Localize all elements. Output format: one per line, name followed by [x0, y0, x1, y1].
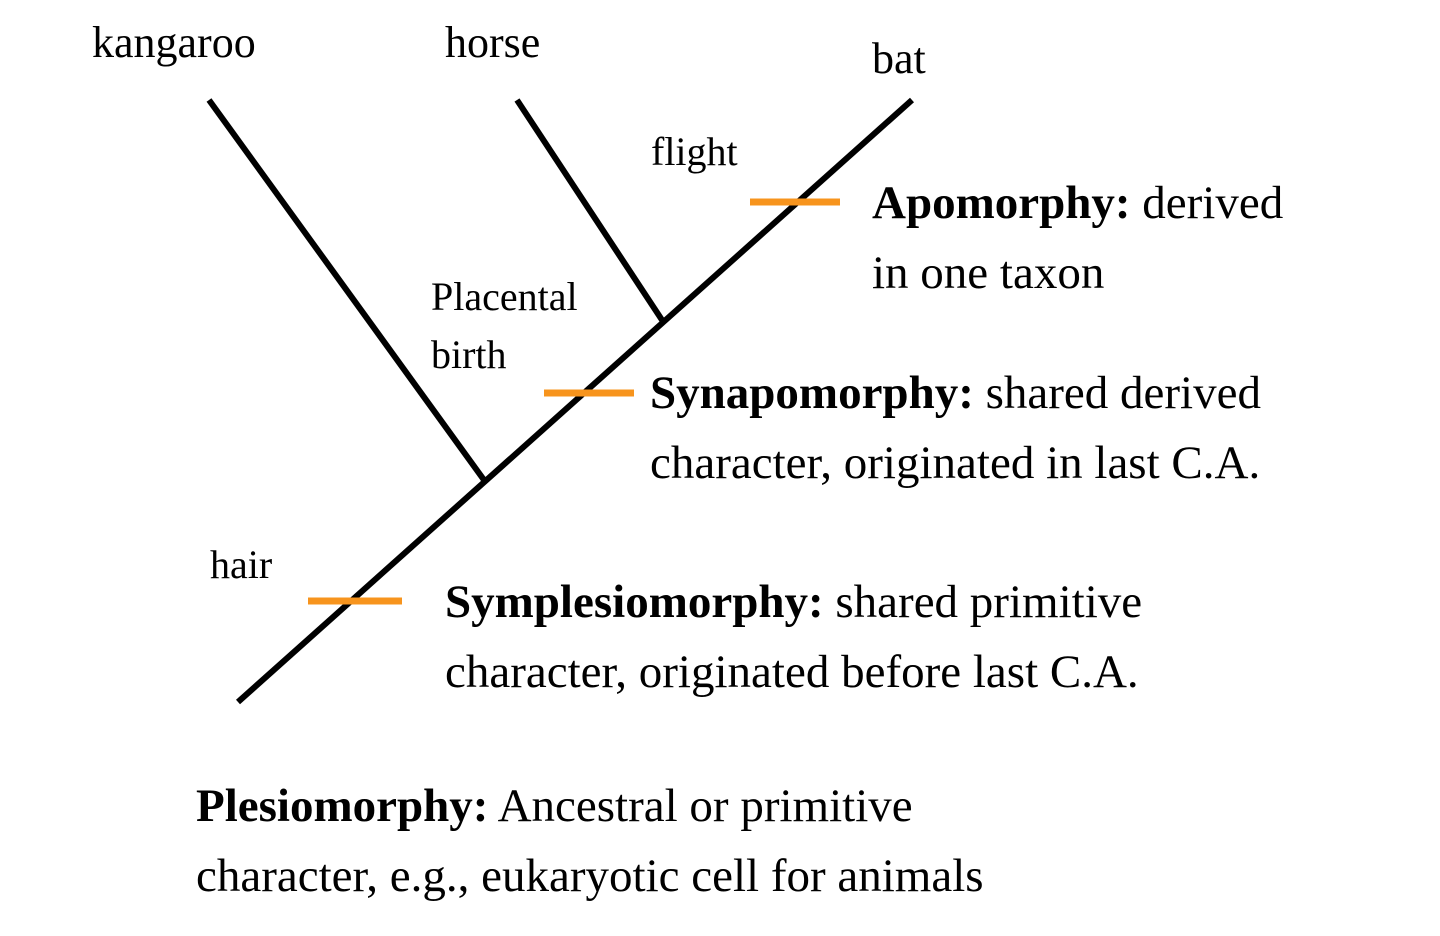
symplesiomorphy-line1: shared primitive [823, 576, 1143, 628]
apomorphy-line1: derived [1130, 177, 1284, 229]
plesiomorphy-line1: Ancestral or primitive [488, 780, 913, 832]
placental-label-line1: Placental [431, 274, 578, 319]
horse-branch [514, 98, 665, 322]
apomorphy-definition: Apomorphy: derived in one taxon [872, 168, 1283, 308]
synapomorphy-term: Synapomorphy: [650, 367, 974, 419]
kangaroo-branch [206, 98, 487, 482]
horse-label: horse [445, 18, 540, 67]
synapomorphy-line1: shared derived [973, 367, 1261, 419]
plesiomorphy-line2: character, e.g., eukaryotic cell for ani… [196, 850, 984, 902]
apomorphy-term: Apomorphy: [872, 177, 1131, 229]
apomorphy-line2: in one taxon [872, 247, 1105, 299]
hair-label: hair [210, 542, 272, 587]
plesiomorphy-term: Plesiomorphy: [196, 780, 489, 832]
placental-label-line2: birth [431, 332, 507, 377]
kangaroo-label: kangaroo [92, 18, 256, 67]
symplesiomorphy-definition: Symplesiomorphy: shared primitive charac… [445, 567, 1142, 707]
plesiomorphy-definition: Plesiomorphy: Ancestral or primitive cha… [196, 771, 984, 911]
synapomorphy-definition: Synapomorphy: shared derived character, … [650, 358, 1261, 498]
symplesiomorphy-term: Symplesiomorphy: [445, 576, 824, 628]
flight-label: flight [651, 129, 738, 174]
symplesiomorphy-line2: character, originated before last C.A. [445, 646, 1139, 698]
synapomorphy-line2: character, originated in last C.A. [650, 437, 1261, 489]
bat-label: bat [872, 34, 926, 83]
